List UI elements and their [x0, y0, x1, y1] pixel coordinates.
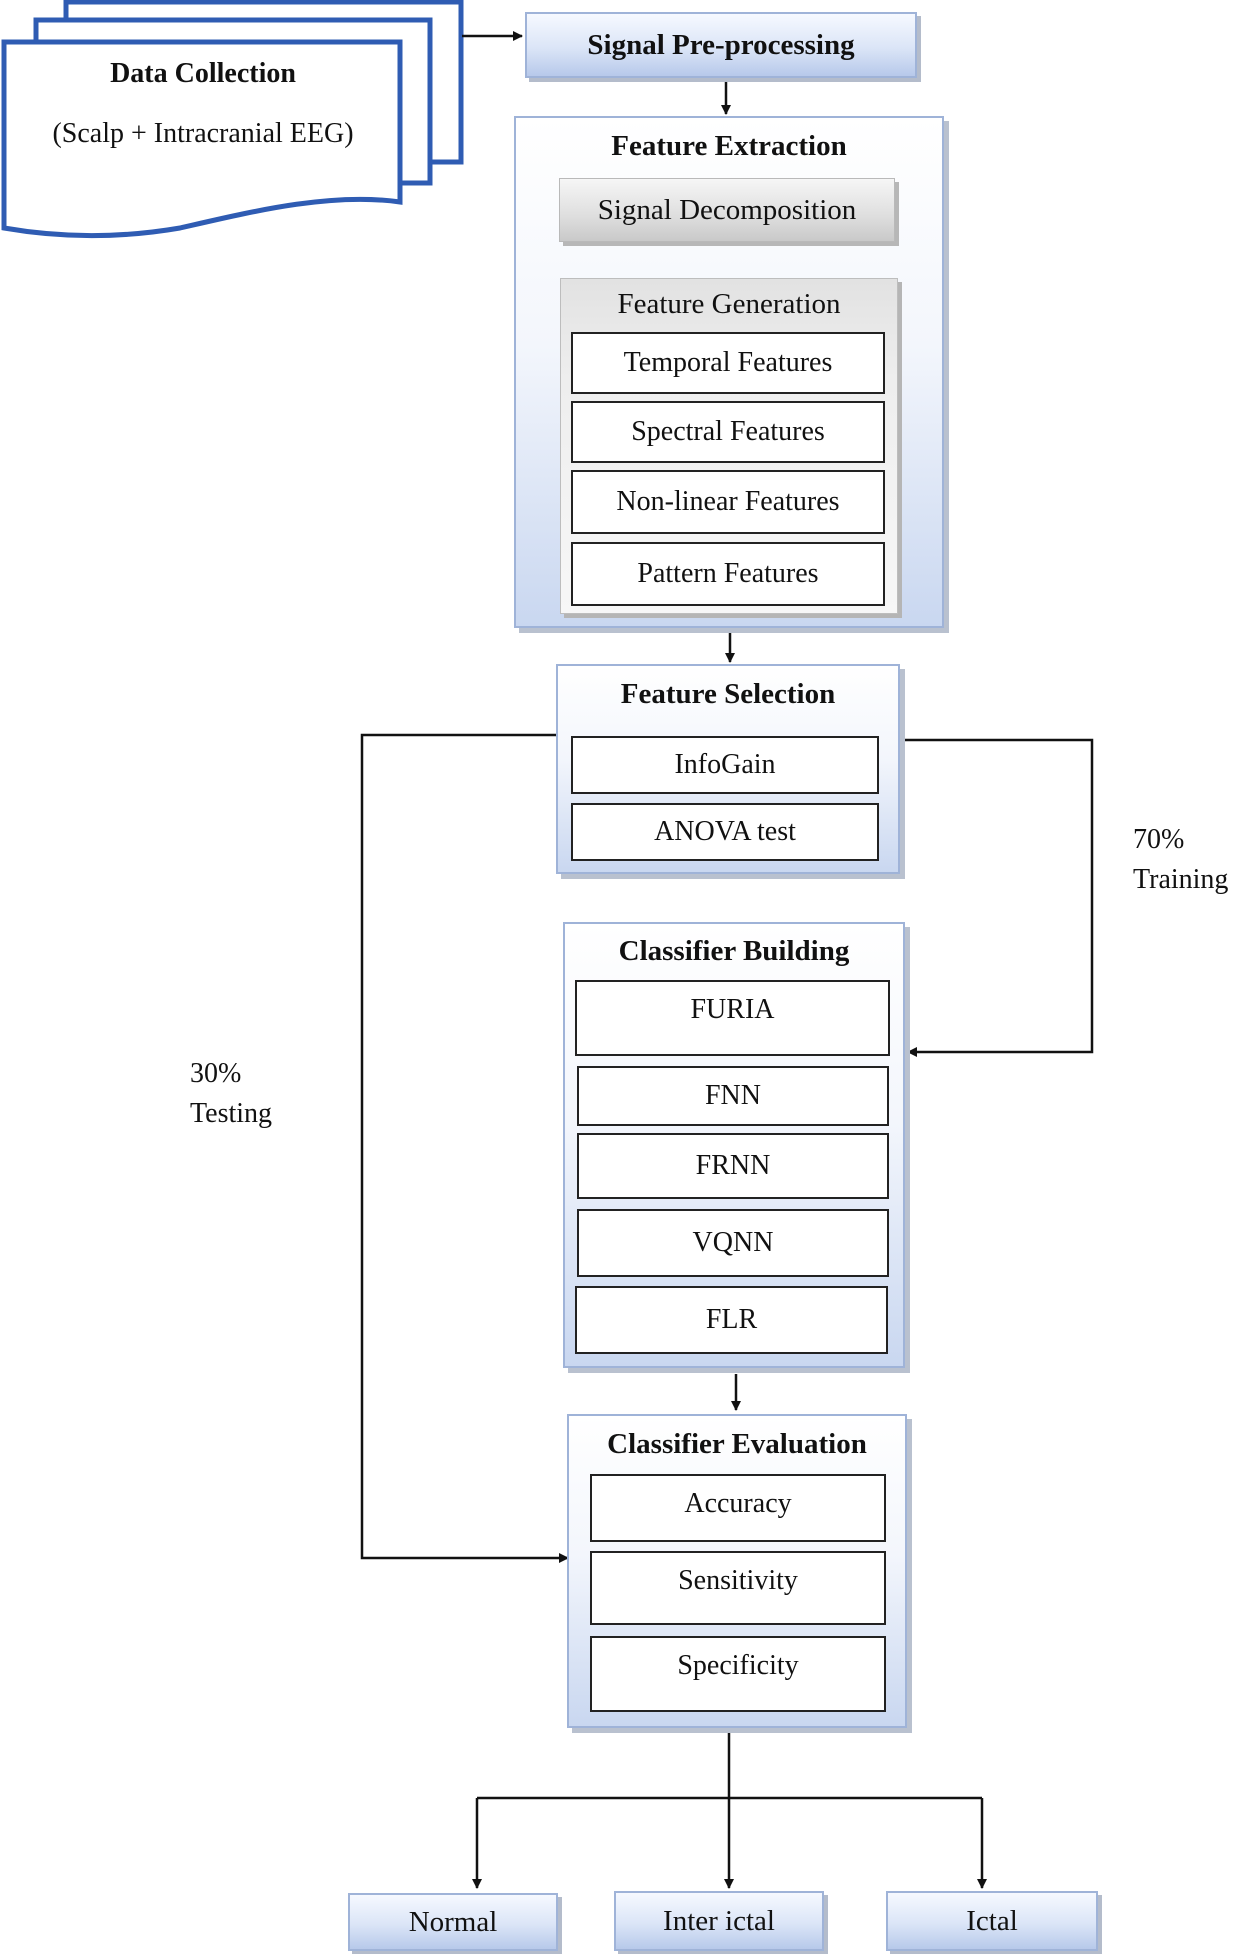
- spectral-features-box: Spectral Features: [571, 401, 885, 463]
- outcome-normal: Normal: [348, 1893, 558, 1951]
- accuracy-box: Accuracy: [590, 1474, 886, 1542]
- training-label: Training: [1133, 864, 1229, 895]
- specificity-box: Specificity: [590, 1636, 886, 1712]
- feature-selection-title: Feature Selection: [620, 678, 836, 710]
- pattern-features-box: Pattern Features: [571, 542, 885, 606]
- classifier-evaluation-title: Classifier Evaluation: [607, 1428, 867, 1460]
- testing-percentage: 30%: [190, 1058, 242, 1089]
- feature-generation-title: Feature Generation: [617, 288, 841, 320]
- arrow-testing-path: [360, 733, 569, 1563]
- anova-test-box: ANOVA test: [571, 803, 879, 861]
- infogain-box: InfoGain: [571, 736, 879, 794]
- signal-preprocessing-node: Signal Pre-processing: [525, 12, 917, 78]
- fnn-box: FNN: [577, 1066, 889, 1126]
- sensitivity-box: Sensitivity: [590, 1551, 886, 1625]
- flr-box: FLR: [575, 1286, 888, 1354]
- nonlinear-features-box: Non-linear Features: [571, 470, 885, 534]
- data-collection-subtitle: (Scalp + Intracranial EEG): [52, 118, 354, 149]
- data-collection-title: Data Collection: [110, 58, 296, 89]
- document-stack-icon: [1, 0, 464, 239]
- furia-box: FURIA: [575, 980, 890, 1056]
- outcome-ictal: Ictal: [886, 1891, 1098, 1951]
- vqnn-box: VQNN: [577, 1209, 889, 1277]
- outcome-inter-ictal: Inter ictal: [614, 1891, 824, 1951]
- feature-extraction-title: Feature Extraction: [611, 130, 847, 162]
- classifier-building-title: Classifier Building: [618, 935, 850, 967]
- temporal-features-box: Temporal Features: [571, 332, 885, 394]
- arrow-training-path: [900, 738, 1094, 1057]
- training-percentage: 70%: [1133, 824, 1185, 855]
- frnn-box: FRNN: [577, 1133, 889, 1199]
- signal-decomposition-node: Signal Decomposition: [559, 178, 895, 242]
- testing-label: Testing: [190, 1098, 273, 1129]
